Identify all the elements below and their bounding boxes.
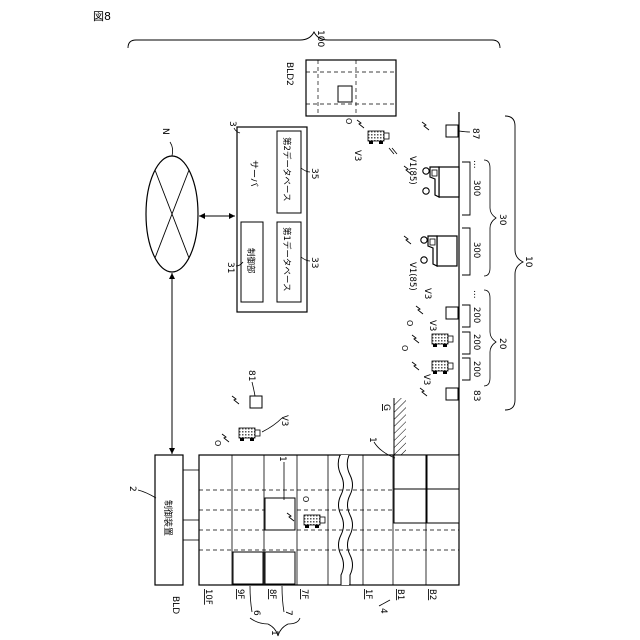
leader-v3-out: [262, 418, 282, 432]
system-bracket: [128, 32, 500, 48]
slot-robot-2-o: O: [405, 320, 414, 326]
robot-bld2-o: O: [344, 118, 353, 124]
leader-81: [252, 382, 255, 396]
server-box: サーバ 制御部 第1データベース 第2データベース: [237, 127, 307, 312]
site-bracket: [505, 116, 523, 410]
ref-31: 31: [225, 262, 235, 273]
ref-33: 33: [309, 257, 319, 268]
network-server-link: [199, 213, 235, 219]
ref-4: 4: [378, 608, 388, 614]
ref-87-box: [446, 125, 458, 137]
figure-label: 図8: [93, 10, 111, 23]
server-label: サーバ: [248, 160, 259, 187]
slot-200-3: 200: [471, 307, 481, 323]
ground: [394, 398, 406, 455]
server-db1-label: 第1データベース: [281, 227, 292, 291]
network-leader: [170, 142, 173, 156]
ref-87: 87: [470, 128, 480, 139]
slot-robot-1-o: O: [400, 345, 409, 351]
ref-83: 83: [471, 390, 481, 401]
building-o: O: [301, 496, 310, 502]
floor-b1: B1: [395, 589, 405, 600]
slot-200-dots: ...: [471, 290, 481, 299]
ground-label: G: [381, 404, 391, 411]
bld-label: BLD: [170, 596, 180, 614]
control-device-leader: [138, 490, 156, 498]
slot-empty-signal-icon: [416, 306, 423, 314]
robot-outside-1-icon: [239, 428, 260, 441]
bld2-label: BLD2: [284, 62, 294, 86]
ref-81-signal-icon: [232, 396, 239, 404]
robot-bld2-icon: [368, 131, 389, 144]
network-cloud: [146, 156, 198, 272]
truck-1-icon: [421, 236, 457, 266]
slot-300-1: 300: [471, 242, 481, 258]
slot-300-dots: ...: [471, 160, 481, 169]
group-20-brace: [484, 290, 496, 386]
ref-81-box: [250, 396, 262, 408]
ref-87-signal-icon: [422, 122, 429, 130]
slot-robot-2-signal-icon: [412, 335, 419, 343]
leader-4: [379, 600, 390, 606]
slot-robot-1-icon: [432, 361, 453, 374]
building-bld: [199, 455, 459, 585]
group-1-ref: 1: [269, 630, 279, 636]
slot-v3-1: V3: [421, 374, 431, 385]
slot-200-2: 200: [471, 334, 481, 350]
server-db2-label: 第2データベース: [281, 137, 292, 201]
robot-outside-signal-icon: [222, 434, 229, 442]
leader-7: [282, 586, 284, 612]
floor-8f: 8F: [267, 589, 277, 599]
network-control-link: [169, 273, 175, 454]
slot-robot-2-icon: [432, 334, 453, 347]
slot-v3-2: V3: [427, 320, 437, 331]
slot-300-2: 300: [471, 180, 481, 196]
server-control-unit-label: 制御部: [245, 248, 256, 274]
slots-200: [462, 305, 470, 380]
server-ref: 3: [227, 121, 237, 127]
truck-2-label: V1(85): [407, 156, 417, 185]
floor-9f: 9F: [235, 589, 245, 599]
robot-bld2-motion: [389, 148, 397, 154]
group-30-brace: [484, 160, 496, 276]
building-ref-1b: 1: [367, 437, 377, 443]
slot-robot-1-signal-icon: [412, 362, 419, 370]
floor-1f: 1F: [363, 589, 373, 599]
site-ref: 10: [523, 256, 533, 268]
floor-b2: B2: [427, 589, 437, 600]
robot-bld2-signal-icon: [357, 120, 364, 128]
ref-83-box: [446, 388, 458, 400]
robot-outside-o: O: [213, 440, 222, 446]
ref-35: 35: [309, 168, 319, 179]
control-device-box: 制御装置: [155, 455, 183, 585]
ref-81: 81: [246, 370, 256, 381]
slot-200-1: 200: [471, 361, 481, 377]
robot-bld2-v3: V3: [352, 150, 362, 161]
group-30-ref: 30: [497, 214, 507, 226]
truck-1-signal-icon: [404, 236, 411, 244]
ref-6: 6: [251, 610, 261, 616]
leader-87: [459, 131, 470, 132]
building-ref-1: 1: [277, 456, 287, 462]
floor-7f: 7F: [299, 589, 309, 599]
floor-10f: 10F: [203, 589, 213, 605]
control-device-ref: 2: [127, 486, 137, 492]
control-device-label: 制御装置: [162, 500, 174, 536]
leader-6: [250, 586, 252, 612]
truck-1-label: V1(85): [407, 262, 417, 291]
slots-300: [462, 162, 470, 275]
slot-empty-box: [446, 307, 458, 319]
ref-7: 7: [283, 610, 293, 616]
building-bld2: [306, 60, 396, 116]
truck-2-icon: [423, 167, 459, 197]
group-20-ref: 20: [497, 338, 507, 350]
robot-outside-v3: V3: [279, 415, 289, 426]
ref-83-signal-icon: [420, 388, 427, 396]
control-building-lines: [183, 470, 199, 540]
network-label: N: [160, 128, 170, 135]
slot-v3-3: V3: [422, 288, 432, 299]
system-ref: 100: [315, 30, 325, 47]
